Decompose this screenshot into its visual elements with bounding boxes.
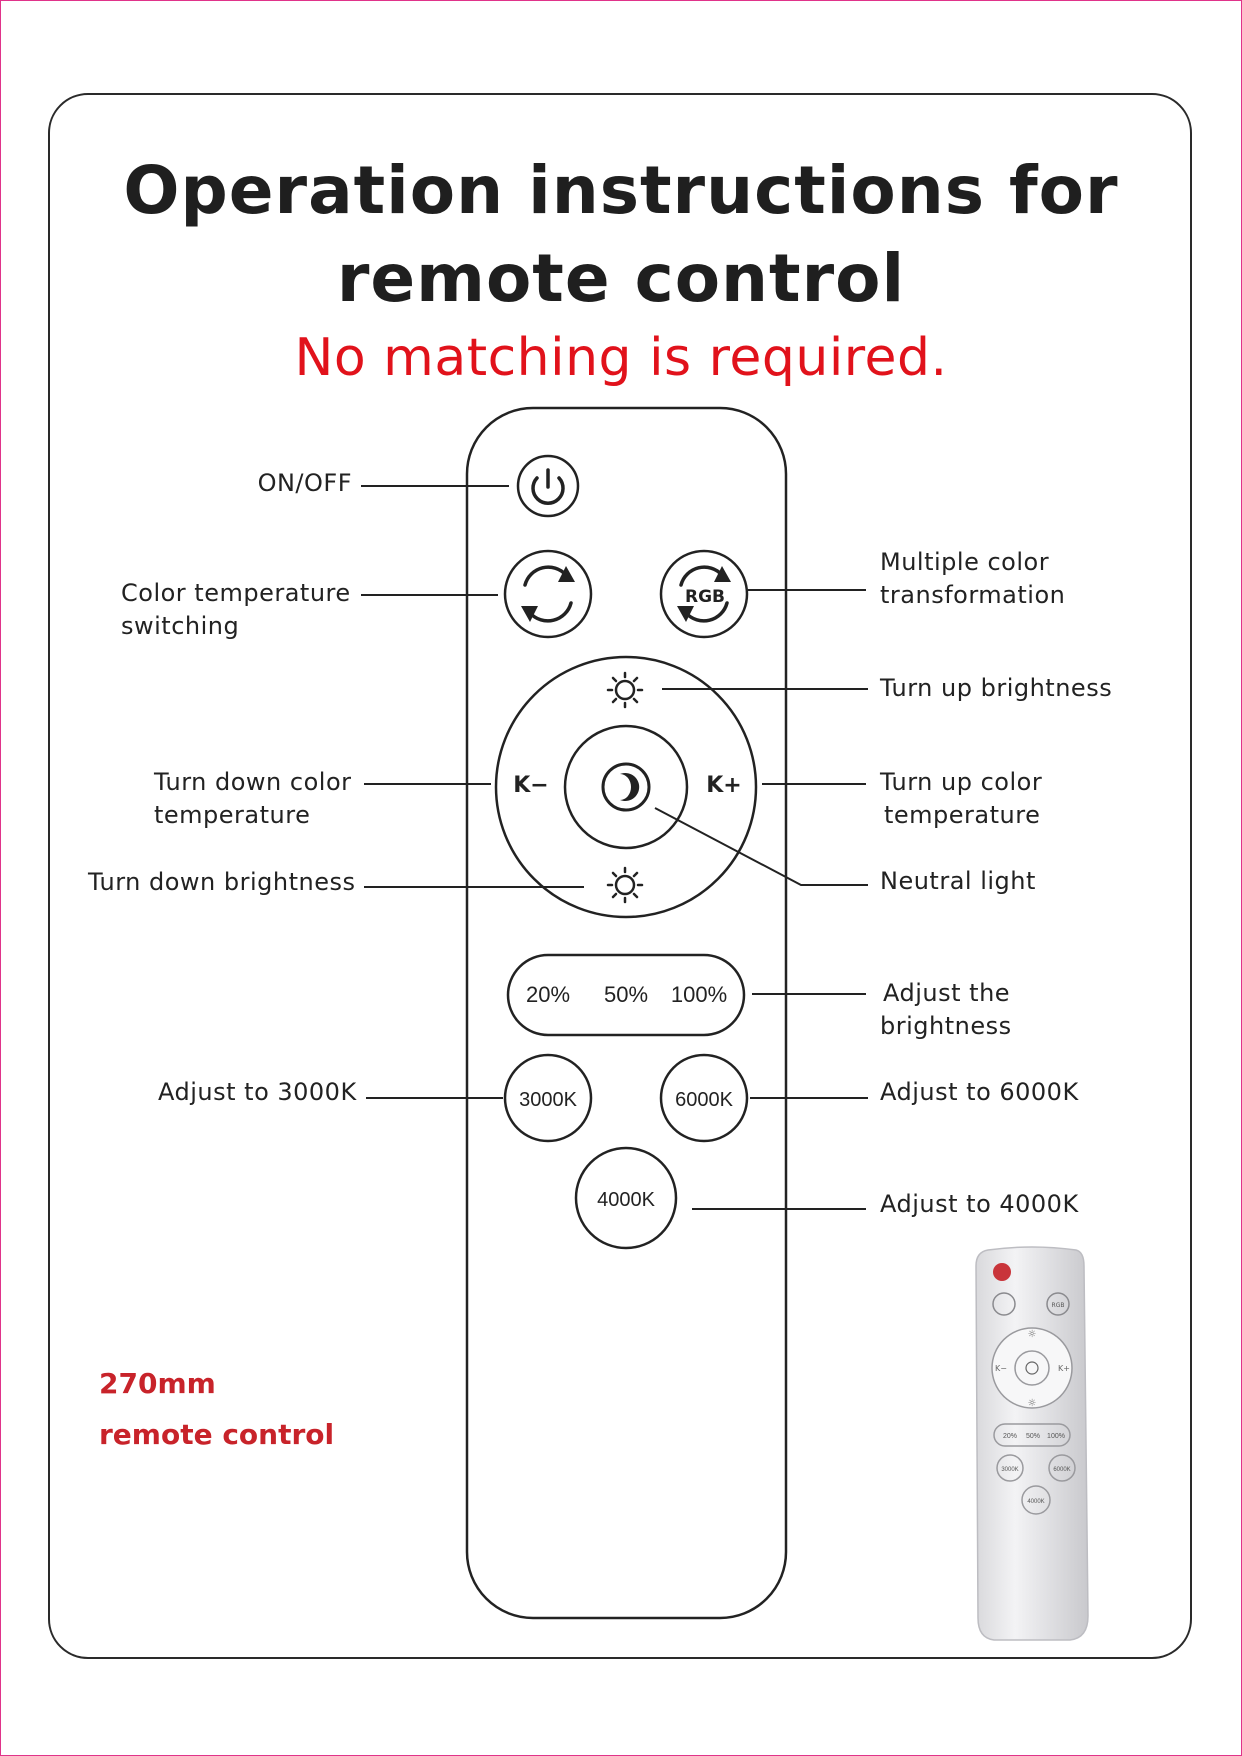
label-color-temp-switch-1: Color temperature xyxy=(121,577,351,610)
color-temp-switch-button xyxy=(505,551,591,637)
svg-text:☼: ☼ xyxy=(1028,1398,1037,1409)
neutral-light-button xyxy=(565,726,687,848)
photo-pct-20-label: 20% xyxy=(1003,1433,1017,1440)
photo-k4000-label: 4000K xyxy=(1027,1499,1044,1505)
pct-100-label: 100% xyxy=(671,982,727,1007)
label-multi-color-2: transformation xyxy=(880,579,1065,612)
label-down-brightness: Turn down brightness xyxy=(88,866,356,899)
k-plus-label: K+ xyxy=(706,773,741,798)
label-neutral-light: Neutral light xyxy=(880,865,1036,898)
rgb-button: RGB xyxy=(661,551,747,637)
k3000-label: 3000K xyxy=(519,1089,577,1111)
remote-photo: RGB ☼ ☼ K− K+ 20% 50% 100% 3000K 6000K 4… xyxy=(974,1246,1090,1642)
label-up-brightness: Turn up brightness xyxy=(880,672,1112,705)
label-adjust-4000: Adjust to 4000K xyxy=(880,1188,1079,1221)
pct-50-label: 50% xyxy=(604,982,648,1007)
label-down-color-temp-2: temperature xyxy=(154,799,310,832)
size-note-line-1: 270mm xyxy=(99,1367,216,1400)
label-adjust-brightness-1: Adjust the xyxy=(883,977,1010,1010)
label-up-color-temp-2: temperature xyxy=(884,799,1040,832)
photo-rgb-label: RGB xyxy=(1052,1302,1065,1309)
k6000-label: 6000K xyxy=(675,1089,733,1111)
k-minus-label: K− xyxy=(513,773,548,798)
rgb-label: RGB xyxy=(685,587,725,607)
label-adjust-6000: Adjust to 6000K xyxy=(880,1076,1079,1109)
label-up-color-temp-1: Turn up color xyxy=(880,766,1042,799)
pct-20-label: 20% xyxy=(526,982,570,1007)
label-down-color-temp-1: Turn down color xyxy=(154,766,352,799)
svg-text:☼: ☼ xyxy=(1028,1329,1037,1340)
power-button xyxy=(518,456,578,516)
photo-pct-50-label: 50% xyxy=(1026,1433,1040,1440)
photo-pct-100-label: 100% xyxy=(1047,1433,1065,1440)
label-adjust-brightness-2: brightness xyxy=(880,1010,1012,1043)
k4000-label: 4000K xyxy=(597,1189,655,1211)
label-multi-color-1: Multiple color xyxy=(880,546,1049,579)
photo-k-minus-label: K− xyxy=(995,1364,1007,1373)
label-color-temp-switch-2: switching xyxy=(121,610,239,643)
size-note-line-2: remote control xyxy=(99,1418,334,1451)
photo-power-button xyxy=(993,1263,1011,1281)
photo-k3000-label: 3000K xyxy=(1001,1467,1018,1473)
label-on-off: ON/OFF xyxy=(200,467,352,500)
photo-k6000-label: 6000K xyxy=(1053,1467,1070,1473)
photo-k-plus-label: K+ xyxy=(1058,1364,1070,1373)
label-adjust-3000: Adjust to 3000K xyxy=(158,1076,357,1109)
